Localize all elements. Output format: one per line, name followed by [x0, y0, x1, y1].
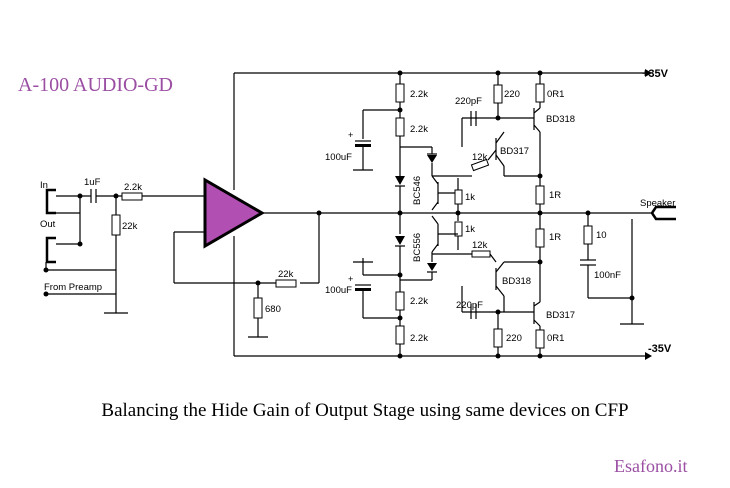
credit-label: Esafono.it	[614, 456, 688, 476]
upper-bias-resistor-2-value: 2.2k	[410, 124, 428, 135]
upper-driver-diode	[427, 155, 437, 163]
feedback-resistor-value: 22k	[278, 269, 294, 280]
amplifier-triangle	[203, 177, 265, 249]
vbe-resistor-top	[454, 189, 463, 205]
input-shunt-resistor-value: 22k	[122, 221, 138, 232]
ground-resistor-value: 680	[265, 304, 281, 315]
upper-output-resistor	[535, 185, 545, 205]
upper-driver-transistor-label: BD317	[500, 146, 529, 157]
lower-output-resistor-value: 1R	[549, 232, 561, 243]
positive-rail-label: +35V	[642, 68, 669, 80]
upper-power-transistor-label: BD318	[546, 114, 575, 125]
feedback-resistor	[275, 279, 297, 288]
input-resistor-value: 2.2k	[124, 182, 142, 193]
speaker-label: Speaker	[640, 198, 675, 209]
diagram-title: A-100 AUDIO-GD	[18, 74, 173, 96]
lower-driver-transistor-label: BD318	[502, 276, 531, 287]
upper-electrolytic-capacitor-value: 100uF	[325, 152, 352, 163]
positive-rail-arrow-icon	[645, 69, 652, 77]
vbe-transistor-bottom-label: BC556	[412, 233, 423, 262]
lower-output-resistor	[535, 228, 545, 248]
input-resistor	[121, 192, 143, 201]
lower-base-resistor-value: 220	[506, 333, 522, 344]
upper-base-resistor-value: 220	[504, 89, 520, 100]
upper-emitter-resistor	[535, 83, 545, 103]
negative-rail-arrow-icon	[645, 352, 652, 360]
upper-bias-diode	[395, 176, 405, 185]
lower-base-resistor	[493, 328, 503, 348]
lower-bias-resistor-2	[395, 325, 405, 345]
svg-text:+: +	[348, 274, 353, 284]
out-label: Out	[40, 219, 56, 230]
input-capacitor-value: 1uF	[84, 177, 101, 188]
lower-bias-resistor-1	[395, 291, 405, 311]
lower-emitter-resistor	[535, 329, 545, 349]
lower-link-resistor-value: 12k	[472, 240, 488, 251]
upper-output-resistor-value: 1R	[549, 190, 561, 201]
upper-bias-resistor-1-value: 2.2k	[410, 89, 428, 100]
vbe-resistor-top-value: 1k	[465, 192, 475, 203]
lower-miller-capacitor-value: 220pF	[456, 300, 483, 311]
zobel-capacitor-value: 100nF	[594, 270, 621, 281]
lower-driver-diode	[427, 263, 437, 271]
upper-base-resistor	[493, 84, 503, 104]
input-shunt-resistor	[111, 214, 121, 236]
vbe-transistor-top-label: BC546	[412, 176, 423, 205]
svg-text:+: +	[348, 130, 353, 140]
upper-miller-capacitor-value: 220pF	[455, 96, 482, 107]
lower-power-transistor-label: BD317	[546, 310, 575, 321]
lower-emitter-resistor-value: 0R1	[547, 333, 564, 344]
upper-bias-resistor-2	[395, 117, 405, 137]
upper-emitter-resistor-value: 0R1	[547, 89, 564, 100]
lower-bias-resistor-1-value: 2.2k	[410, 296, 428, 307]
upper-link-resistor-value: 12k	[472, 152, 488, 163]
zobel-resistor	[583, 225, 593, 245]
lower-bias-diode	[395, 236, 405, 245]
lower-electrolytic-capacitor-value: 100uF	[325, 285, 352, 296]
lower-link-resistor	[471, 250, 491, 258]
vbe-resistor-bottom-value: 1k	[465, 224, 475, 235]
in-label: In	[40, 180, 48, 191]
upper-bias-resistor-1	[395, 83, 405, 103]
from-preamp-label: From Preamp	[44, 282, 102, 293]
speaker-jack-icon	[650, 205, 676, 221]
negative-rail-label: -35V	[648, 343, 672, 355]
diagram-caption: Balancing the Hide Gain of Output Stage …	[101, 400, 629, 421]
zobel-resistor-value: 10	[596, 230, 607, 241]
ground-resistor	[253, 297, 263, 319]
upper-link-resistor	[470, 158, 490, 172]
lower-bias-resistor-2-value: 2.2k	[410, 333, 428, 344]
